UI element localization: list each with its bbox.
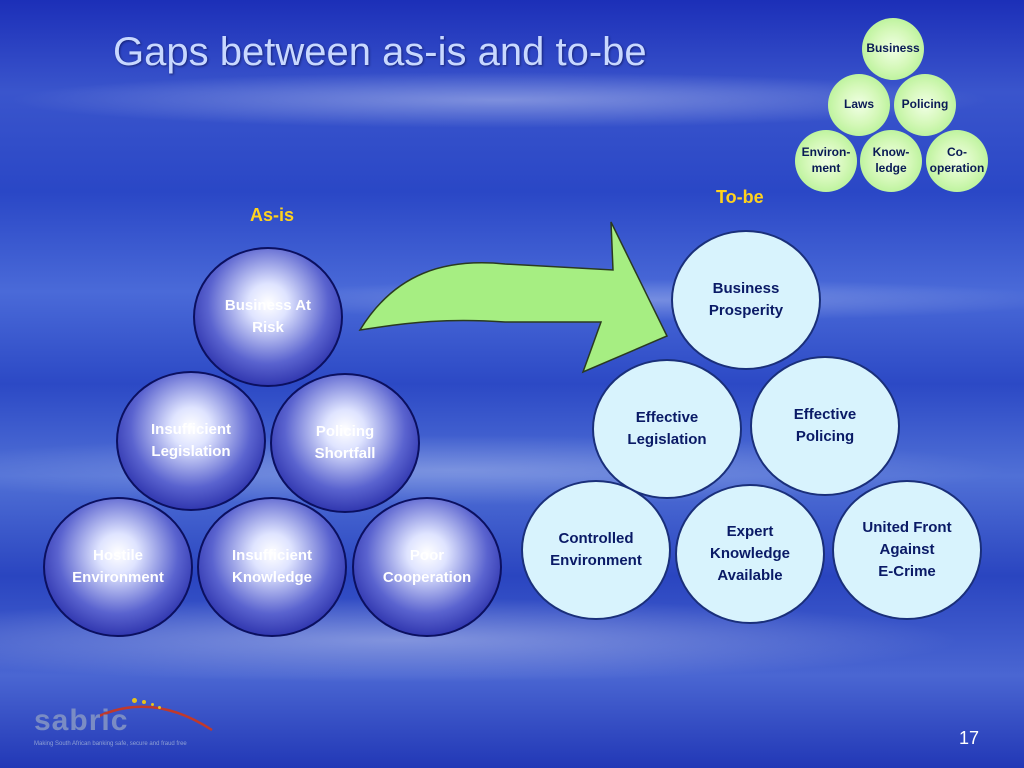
circle-label: Cooperation — [382, 569, 472, 586]
circle-label: Knowledge — [231, 569, 312, 586]
circle-label: Prosperity — [708, 302, 784, 319]
circle-label: United Front — [862, 519, 952, 537]
circle-label: Knowledge — [709, 545, 790, 563]
mini-circle-knowledge: Know- ledge — [860, 130, 922, 192]
circle-label: Insufficient — [150, 421, 231, 439]
sabric-logo: sabric Making South African banking safe… — [34, 694, 294, 754]
circle-label: Controlled — [558, 530, 634, 548]
to-be-label: To-be — [716, 187, 764, 207]
circle-label: Policing — [795, 428, 855, 445]
to-be-circle-united-front: United Front Against E-Crime — [832, 480, 982, 620]
circle-label: Legislation — [151, 443, 231, 460]
mini-circle-label: Environ- — [801, 145, 851, 160]
mini-circle-business: Business — [862, 18, 924, 80]
mini-circle-label: Know- — [872, 145, 910, 160]
circle-label: Against — [879, 541, 935, 559]
logo-dot-icon — [142, 700, 146, 704]
page-number: 17 — [958, 728, 979, 748]
circle-label: Effective — [635, 409, 699, 427]
to-be-circle-effective-policing: Effective Policing — [750, 356, 900, 496]
as-is-circle-insufficient-legislation: Insufficient Legislation — [116, 371, 266, 511]
mini-circle-cooperation: Co- operation — [926, 130, 988, 192]
to-be-circle-effective-legislation: Effective Legislation — [592, 359, 742, 499]
to-be-circle-expert-knowledge: Expert Knowledge Available — [675, 484, 825, 624]
logo-name: sabric — [34, 704, 129, 737]
mini-circle-label: Business — [866, 41, 920, 56]
circle-label: Policing — [315, 423, 375, 441]
as-is-circle-policing-shortfall: Policing Shortfall — [270, 373, 420, 513]
as-is-circle-insufficient-knowledge: Insufficient Knowledge — [197, 497, 347, 637]
circle-label: Shortfall — [314, 445, 376, 462]
mini-circle-label: ledge — [875, 161, 907, 175]
circle-label: Business — [712, 280, 780, 298]
logo-tagline: Making South African banking safe, secur… — [34, 741, 187, 747]
circle-label: Business At — [224, 297, 312, 315]
slide-title: Gaps between as-is and to-be — [113, 30, 647, 74]
as-is-label: As-is — [250, 205, 295, 225]
mini-circle-policing: Policing — [894, 74, 956, 136]
as-is-circle-hostile-environment: Hostile Environment — [43, 497, 193, 637]
to-be-circle-controlled-environment: Controlled Environment — [521, 480, 671, 620]
logo-swoosh-icon — [98, 705, 213, 732]
circle-label: E-Crime — [878, 562, 936, 580]
circle-label: Available — [717, 566, 783, 584]
as-is-circle-poor-cooperation: Poor Cooperation — [352, 497, 502, 637]
logo-dot-icon — [158, 706, 161, 709]
circle-label: Expert — [726, 523, 774, 541]
circle-label: Poor — [409, 547, 445, 565]
mini-circle-label: operation — [929, 161, 985, 175]
circle-label: Environment — [72, 569, 164, 586]
logo-dot-icon — [132, 698, 137, 703]
to-be-circle-business-prosperity: Business Prosperity — [671, 230, 821, 370]
as-is-circle-business-at-risk: Business At Risk — [193, 247, 343, 387]
mini-circle-laws: Laws — [828, 74, 890, 136]
circle-label: Effective — [793, 406, 857, 424]
circle-label: Insufficient — [231, 547, 312, 565]
circle-label: Hostile — [92, 547, 143, 565]
circle-label: Risk — [252, 319, 284, 336]
circle-label: Environment — [550, 552, 642, 569]
logo-dot-icon — [151, 703, 154, 706]
mini-circle-label: ment — [811, 161, 841, 175]
mini-circle-label: Laws — [843, 97, 874, 112]
transition-arrow — [358, 221, 669, 374]
circle-label: Legislation — [627, 431, 707, 448]
mini-circle-label: Co- — [947, 145, 967, 160]
mini-circle-label: Policing — [901, 97, 949, 112]
mini-circle-environment: Environ- ment — [795, 130, 857, 192]
